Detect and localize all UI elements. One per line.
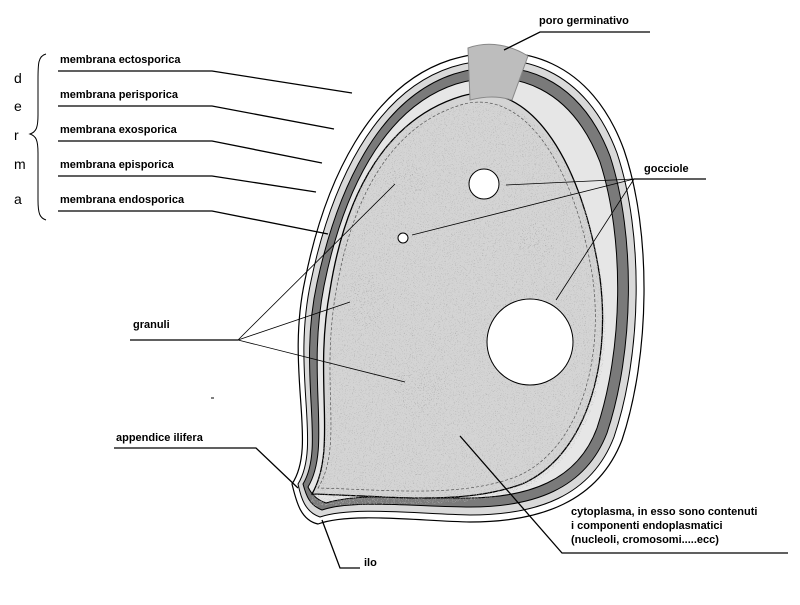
granules (349, 167, 557, 410)
label-poro-germinativo: poro germinativo (539, 15, 629, 27)
granule (349, 272, 383, 328)
granule (394, 366, 446, 410)
granule (384, 167, 428, 195)
derma-letter-r: r (14, 127, 19, 143)
cytoplasma-line-3: (nucleoli, cromosomi.....ecc) (571, 534, 719, 546)
label-granuli: granuli (133, 319, 170, 331)
derma-letter-d: d (14, 70, 22, 86)
label-membrana-endosporica: membrana endosporica (60, 194, 185, 206)
label-appendice-ilifera: appendice ilifera (116, 432, 203, 444)
granule (517, 224, 557, 256)
leader-lines (58, 31, 788, 569)
label-membrana-episporica: membrana episporica (60, 159, 174, 171)
derma-letter-a: a (14, 191, 22, 207)
cytoplasma-line-1: cytoplasma, in esso sono contenuti (571, 506, 758, 518)
derma-letter-e: e (14, 98, 22, 114)
label-membrana-exosporica: membrana exosporica (60, 124, 177, 136)
gocciola-large (486, 298, 574, 386)
pointer-lines (237, 178, 635, 383)
gocciola-tiny (397, 232, 409, 244)
label-membrana-ectosporica: membrana ectosporica (60, 54, 181, 66)
label-ilo: ilo (364, 557, 377, 569)
derma-letter-m: m (14, 156, 26, 172)
label-gocciole: gocciole (644, 163, 689, 175)
derma-brace (28, 53, 47, 221)
inner-plasma-membrane (317, 101, 596, 492)
gocciola-small (468, 168, 500, 200)
poro-germinativo-shape (467, 43, 529, 101)
label-membrana-perisporica: membrana perisporica (60, 89, 178, 101)
label-cytoplasma: cytoplasma, in esso sono contenuti i com… (571, 505, 796, 547)
cytoplasma-line-2: i componenti endoplasmatici (571, 520, 723, 532)
